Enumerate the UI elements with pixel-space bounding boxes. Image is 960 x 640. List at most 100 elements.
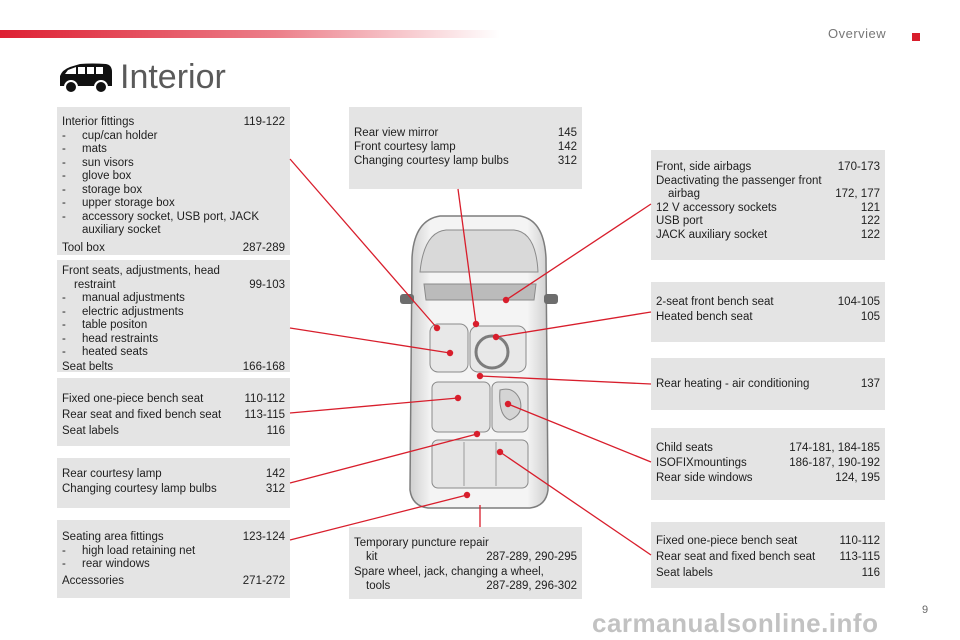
list-item: sun visors [82,156,134,169]
row-pages: 142 [557,141,577,153]
row-label: Rear courtesy lamp [62,468,162,480]
footer-pages: 166-168 [242,360,285,373]
list-item: glove box [82,170,132,182]
row-pages: 104-105 [837,296,880,308]
heading: Interior fittings [62,116,135,128]
row-pages: 186-187, 190-192 [789,457,880,469]
footer-pages: 271-272 [242,574,285,587]
list-item: storage box [82,183,143,196]
row-pages: 142 [265,468,285,480]
box-rear-courtesy: Rear courtesy lamp 142 Changing courtesy … [57,458,290,508]
box-fixed-bench-left: Fixed one-piece bench seat 110-112 Rear s… [57,378,290,446]
footer-label: Tool box [62,241,105,254]
row-cont: kit [366,550,378,563]
box-rear-view: Rear view mirror 145 Front courtesy lamp 1… [349,107,582,189]
row-pages: 122 [860,228,880,241]
row-label: Changing courtesy lamp bulbs [62,483,217,495]
row-pages: 170-173 [837,161,880,173]
heading: Seating area fittings [62,531,164,543]
footer-pages: 287-289 [242,241,285,254]
row-label: 12 V accessory sockets [656,201,777,214]
list-item: cup/can holder [82,129,158,142]
row-pages: 287-289, 296-302 [486,579,577,592]
row-pages: 287-289, 290-295 [486,550,577,563]
row-label: Seat labels [62,425,119,437]
row-pages: 145 [557,127,577,139]
heading-pages: 119-122 [243,116,285,128]
row-pages: 137 [860,378,880,390]
page-number: 9 [922,604,929,616]
row-pages: 312 [557,155,577,167]
section-title: Overview [828,26,887,41]
list-item: rear windows [82,558,150,570]
list-item: table positon [82,319,148,331]
row-label: Fixed one-piece bench seat [656,535,798,547]
list-item: accessory socket, USB port, JACK [82,210,260,223]
row-label: 2-seat front bench seat [656,296,774,308]
row-label: Front, side airbags [656,161,752,173]
row-pages: 110-112 [839,535,881,547]
list-item: high load retaining net [82,544,196,557]
header-accent-bar [0,30,500,38]
row-pages: 116 [861,567,880,579]
rear-bench [431,439,529,489]
watermark: carmanualsonline.info [592,608,879,638]
heading-cont: restraint [74,278,116,291]
row-label: Front courtesy lamp [354,141,456,153]
row-cont: airbag [668,188,700,200]
row-label: Rear heating - air conditioning [656,378,810,390]
front-seats [429,323,527,373]
list-item-cont: auxiliary socket [82,224,161,236]
row-label: Temporary puncture repair [354,537,489,549]
heading-pages: 99-103 [249,278,285,291]
box-temporary-repair: Temporary puncture repair kit 287-289, 29… [349,527,582,599]
list-item: heated seats [82,346,148,358]
row-pages: 113-115 [839,551,881,563]
row-label: USB port [656,215,703,227]
row-pages: 105 [860,311,880,323]
row-label: Rear side windows [656,472,753,484]
row-label: ISOFIXmountings [656,457,747,469]
list-item: mats [82,143,107,155]
row-pages: 116 [266,425,285,437]
box-fixed-bench-right: Fixed one-piece bench seat 110-112 Rear s… [651,522,885,588]
row-label: Deactivating the passenger front [656,174,822,187]
section-marker [912,33,920,41]
row-pages: 113-115 [244,409,286,421]
row-pages: 121 [860,201,880,214]
row-label: Seat labels [656,567,713,579]
list-item: head restraints [82,332,159,345]
row-pages: 124, 195 [835,472,880,484]
row-label: JACK auxiliary socket [656,228,768,241]
heading-pages: 123-124 [242,531,285,543]
footer-label: Seat belts [62,360,114,373]
row-label: Spare wheel, jack, changing a wheel, [354,566,544,578]
row-pages: 312 [265,483,285,495]
box-rear-heating: Rear heating - air conditioning 137 [651,358,885,410]
list-item: upper storage box [82,197,175,209]
row-pages: 172, 177 [835,188,880,200]
row-label: Rear view mirror [354,127,439,139]
row-pages: 174-181, 184-185 [789,442,880,454]
callout-dots [433,296,512,499]
box-front-seats: Front seats, adjustments, head restraint… [57,260,290,373]
row-label: Fixed one-piece bench seat [62,393,204,405]
row-label: Heated bench seat [656,311,753,323]
page-title: Interior [120,58,226,96]
leader-lines [289,158,652,556]
row-pages: 110-112 [244,393,286,405]
row-cont: tools [366,579,391,592]
row-label: Changing courtesy lamp bulbs [354,155,509,167]
box-front-bench: 2-seat front bench seat 104-105 Heated be… [651,282,885,342]
list-item: manual adjustments [82,292,185,304]
middle-bench [431,381,529,433]
heading: Front seats, adjustments, head [62,265,220,277]
row-pages: 122 [860,215,880,227]
row-label: Rear seat and fixed bench seat [656,551,816,563]
box-airbags: Front, side airbags 170-173 Deactivating … [651,150,885,260]
row-label: Rear seat and fixed bench seat [62,409,222,421]
